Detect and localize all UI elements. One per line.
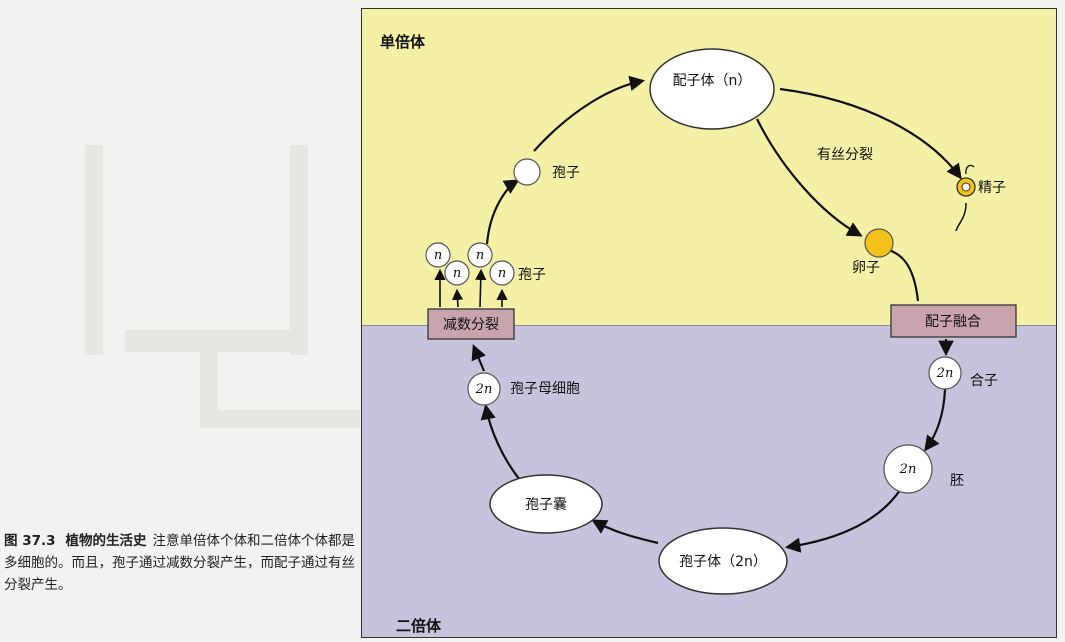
figure-caption: 图 37.3 植物的生活史注意单倍体个体和二倍体个体都是多细胞的。而且，孢子通过减… bbox=[4, 530, 356, 596]
sporophyte-node: 孢子体（2n） bbox=[658, 527, 788, 595]
ploidy-n-label: n bbox=[498, 266, 506, 281]
zygote-node: 2n 合子 bbox=[928, 356, 998, 390]
arrow-zygote-to-embryo bbox=[924, 388, 947, 452]
figure-number: 图 37.3 bbox=[4, 533, 56, 549]
egg-label: 卵子 bbox=[852, 260, 880, 276]
arrow-sporophyte-to-sporangium bbox=[591, 519, 659, 545]
spore-node: 孢子 bbox=[513, 158, 580, 186]
mitosis-label: 有丝分裂 bbox=[817, 147, 873, 163]
ploidy-n-label: n bbox=[453, 266, 461, 281]
bleed-through-shape bbox=[200, 350, 218, 425]
spore-mother-cell-label: 孢子母细胞 bbox=[510, 381, 580, 397]
spores-group-label: 孢子 bbox=[518, 267, 546, 283]
meiosis-label: 减数分裂 bbox=[443, 317, 499, 333]
arrow-mother-cell-to-meiosis bbox=[471, 344, 486, 372]
fertilization-label: 配子融合 bbox=[925, 314, 981, 330]
arrow-spore-to-gametophyte bbox=[533, 75, 646, 152]
life-cycle-diagram: 配子体（n） 孢子 n n n n 孢子 减数分裂 有丝分裂 精子 bbox=[425, 48, 1017, 595]
sperm-label: 精子 bbox=[978, 180, 1006, 196]
sporangium-node: 孢子囊 bbox=[489, 474, 603, 534]
sperm-node: 精子 bbox=[955, 164, 1006, 232]
ploidy-2n-label: 2n bbox=[475, 382, 493, 397]
bleed-through-shape bbox=[125, 330, 305, 352]
arrow-spores-to-spore bbox=[485, 179, 520, 245]
meiosis-tick-3 bbox=[475, 268, 487, 308]
ploidy-2n-label: 2n bbox=[899, 462, 917, 477]
sperm-tail bbox=[955, 202, 967, 232]
arrow-gametophyte-to-egg bbox=[756, 118, 863, 237]
bleed-through-shape bbox=[290, 145, 308, 355]
sporophyte-label: 孢子体（2n） bbox=[679, 554, 767, 570]
gametophyte-node: 配子体（n） bbox=[649, 48, 775, 130]
cycle-arrows bbox=[434, 75, 962, 553]
zone-divider bbox=[362, 325, 1056, 326]
sperm-flagellum bbox=[965, 164, 975, 175]
caption-text: 注意单倍体个体和二倍体个体都是多细胞的。而且，孢子通过减数分裂产生，而配子通过有… bbox=[4, 533, 356, 593]
ploidy-n-label: n bbox=[476, 248, 484, 263]
arrow-gametophyte-to-sperm bbox=[779, 87, 962, 180]
spore-cluster: n n n n 孢子 bbox=[425, 242, 546, 286]
life-cycle-figure: 单倍体 二倍体 配子体（n） bbox=[361, 8, 1057, 638]
egg-node: 卵子 bbox=[852, 228, 894, 276]
arrow-sporangium-to-mother-cell bbox=[480, 403, 525, 486]
meiosis-box: 减数分裂 bbox=[427, 308, 515, 340]
ploidy-2n-label: 2n bbox=[936, 366, 954, 381]
diploid-zone-label: 二倍体 bbox=[396, 617, 442, 635]
sporangium-label: 孢子囊 bbox=[525, 496, 567, 513]
spore-label: 孢子 bbox=[552, 165, 580, 181]
embryo-node: 2n 胚 bbox=[883, 444, 964, 494]
bleed-through-shape bbox=[200, 410, 360, 428]
bleed-through-shape bbox=[85, 145, 103, 355]
figure-title: 植物的生活史 bbox=[65, 533, 147, 549]
spore-mother-cell-node: 2n 孢子母细胞 bbox=[467, 372, 580, 406]
zygote-label: 合子 bbox=[970, 373, 998, 389]
meiosis-tick-2 bbox=[451, 288, 464, 308]
embryo-label: 胚 bbox=[950, 473, 964, 489]
gametophyte-label: 配子体（n） bbox=[673, 73, 752, 89]
ploidy-n-label: n bbox=[434, 248, 442, 263]
haploid-zone-label: 单倍体 bbox=[380, 33, 426, 51]
fertilization-box: 配子融合 bbox=[890, 304, 1017, 338]
arrow-embryo-to-sporophyte bbox=[784, 486, 903, 553]
